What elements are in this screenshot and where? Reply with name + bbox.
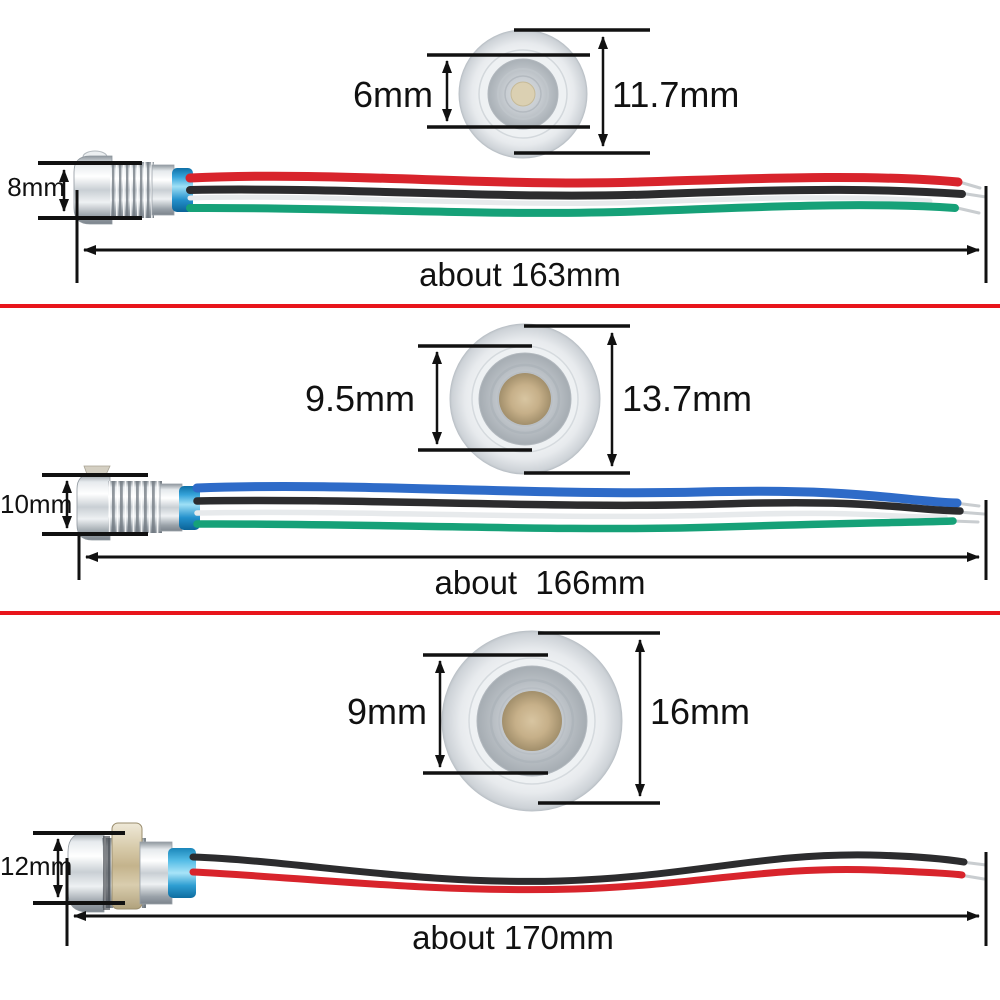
panel-diameter-label-3: 12mm (0, 851, 73, 881)
blue-connector (179, 486, 200, 530)
front-view-12mm (441, 630, 623, 812)
side-view-10mm (76, 465, 200, 541)
wire-green (193, 517, 957, 533)
wire-red (189, 865, 966, 894)
blue-connector (168, 848, 196, 898)
wire-red (185, 171, 963, 188)
inner-diameter-label-1: 6mm (353, 74, 433, 115)
section-separator (0, 304, 1000, 308)
total-length-label-1: about 163mm (419, 256, 621, 293)
section-separator (0, 611, 1000, 615)
wire-white (194, 509, 948, 520)
wire-green (186, 201, 959, 217)
wire-black (186, 185, 966, 200)
total-length-label-3: about 170mm (412, 919, 614, 956)
panel-diameter-label-2: 10mm (0, 489, 73, 519)
wire-black (193, 496, 964, 515)
bezel (73, 155, 113, 225)
dimension-lines-10mm (42, 324, 988, 580)
wire-blue (192, 481, 962, 508)
collar (139, 841, 173, 905)
side-view-12mm (67, 822, 196, 913)
wire-white (187, 194, 933, 207)
inner-diameter-label-2: 9.5mm (304, 378, 415, 419)
wire-black (189, 851, 968, 885)
wires-8mm (185, 171, 988, 217)
total-length-label-2: about 166mm (434, 564, 646, 601)
hex-nut (111, 822, 143, 910)
wires-10mm (192, 481, 986, 533)
outer-diameter-label-1: 11.7mm (612, 74, 740, 115)
dimension-lines-8mm (38, 28, 988, 283)
panel-diameter-label-1: 8mm (7, 172, 65, 202)
inner-diameter-label-3: 9mm (347, 691, 427, 732)
dimension-lines-12mm (33, 631, 988, 946)
wires-12mm (189, 851, 988, 894)
groove (103, 836, 110, 910)
bezel (67, 831, 105, 913)
outer-diameter-label-3: 16mm (650, 691, 751, 732)
outer-diameter-label-2: 13.7mm (622, 378, 753, 419)
front-view-10mm (449, 323, 601, 475)
